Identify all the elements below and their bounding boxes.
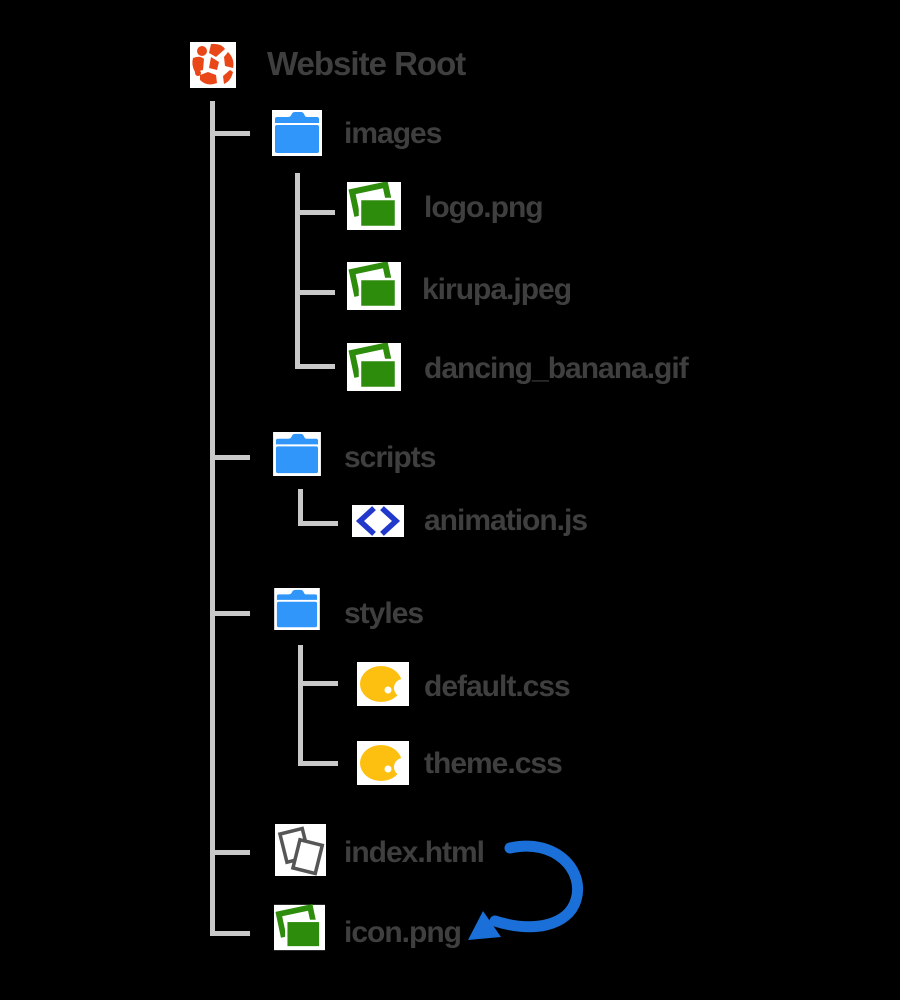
tree-node-images: images <box>344 117 442 150</box>
tree-connector-branch-iconpng <box>212 931 250 936</box>
stylesheet-file-icon <box>357 662 409 706</box>
tree-node-index-html: index.html <box>344 836 485 869</box>
tree-connector-branch-logo <box>297 210 335 215</box>
tree-connector-main-vertical <box>210 101 215 936</box>
tree-node-dancing-banana-gif: dancing_banana.gif <box>424 352 689 385</box>
folder-icon <box>272 588 322 630</box>
tree-node-scripts: scripts <box>344 441 436 474</box>
tree-connector-branch-index <box>212 850 250 855</box>
image-file-icon <box>347 182 401 230</box>
code-file-icon <box>352 505 404 537</box>
curved-arrow-icon <box>455 828 625 978</box>
tree-connector-branch-kirupa <box>297 290 335 295</box>
tree-connector-branch-dancing <box>297 364 335 369</box>
image-file-icon <box>347 262 401 310</box>
site-logo-icon <box>190 42 236 88</box>
tree-connector-branch-animation <box>300 521 338 526</box>
pages-file-icon <box>275 824 326 876</box>
image-file-icon <box>347 343 401 391</box>
tree-connector-scripts-vertical <box>298 489 303 526</box>
image-file-icon <box>274 902 325 953</box>
tree-node-website-root: Website Root <box>267 45 466 82</box>
tree-node-icon-png: icon.png <box>344 916 462 949</box>
tree-connector-branch-styles <box>212 611 250 616</box>
tree-connector-styles-vertical <box>298 645 303 766</box>
stylesheet-file-icon <box>357 741 409 785</box>
tree-connector-images-vertical <box>295 173 300 369</box>
tree-connector-branch-scripts <box>212 455 250 460</box>
tree-node-styles: styles <box>344 597 424 630</box>
tree-connector-branch-themecss <box>300 761 338 766</box>
tree-node-kirupa-jpeg: kirupa.jpeg <box>422 273 572 306</box>
tree-node-theme-css: theme.css <box>424 747 563 780</box>
tree-connector-branch-images <box>212 131 250 136</box>
tree-node-logo-png: logo.png <box>424 191 544 224</box>
folder-icon <box>272 110 322 156</box>
tree-node-default-css: default.css <box>424 670 571 703</box>
tree-node-animation-js: animation.js <box>424 504 588 537</box>
folder-icon <box>272 432 322 476</box>
tree-connector-branch-defaultcss <box>300 681 338 686</box>
